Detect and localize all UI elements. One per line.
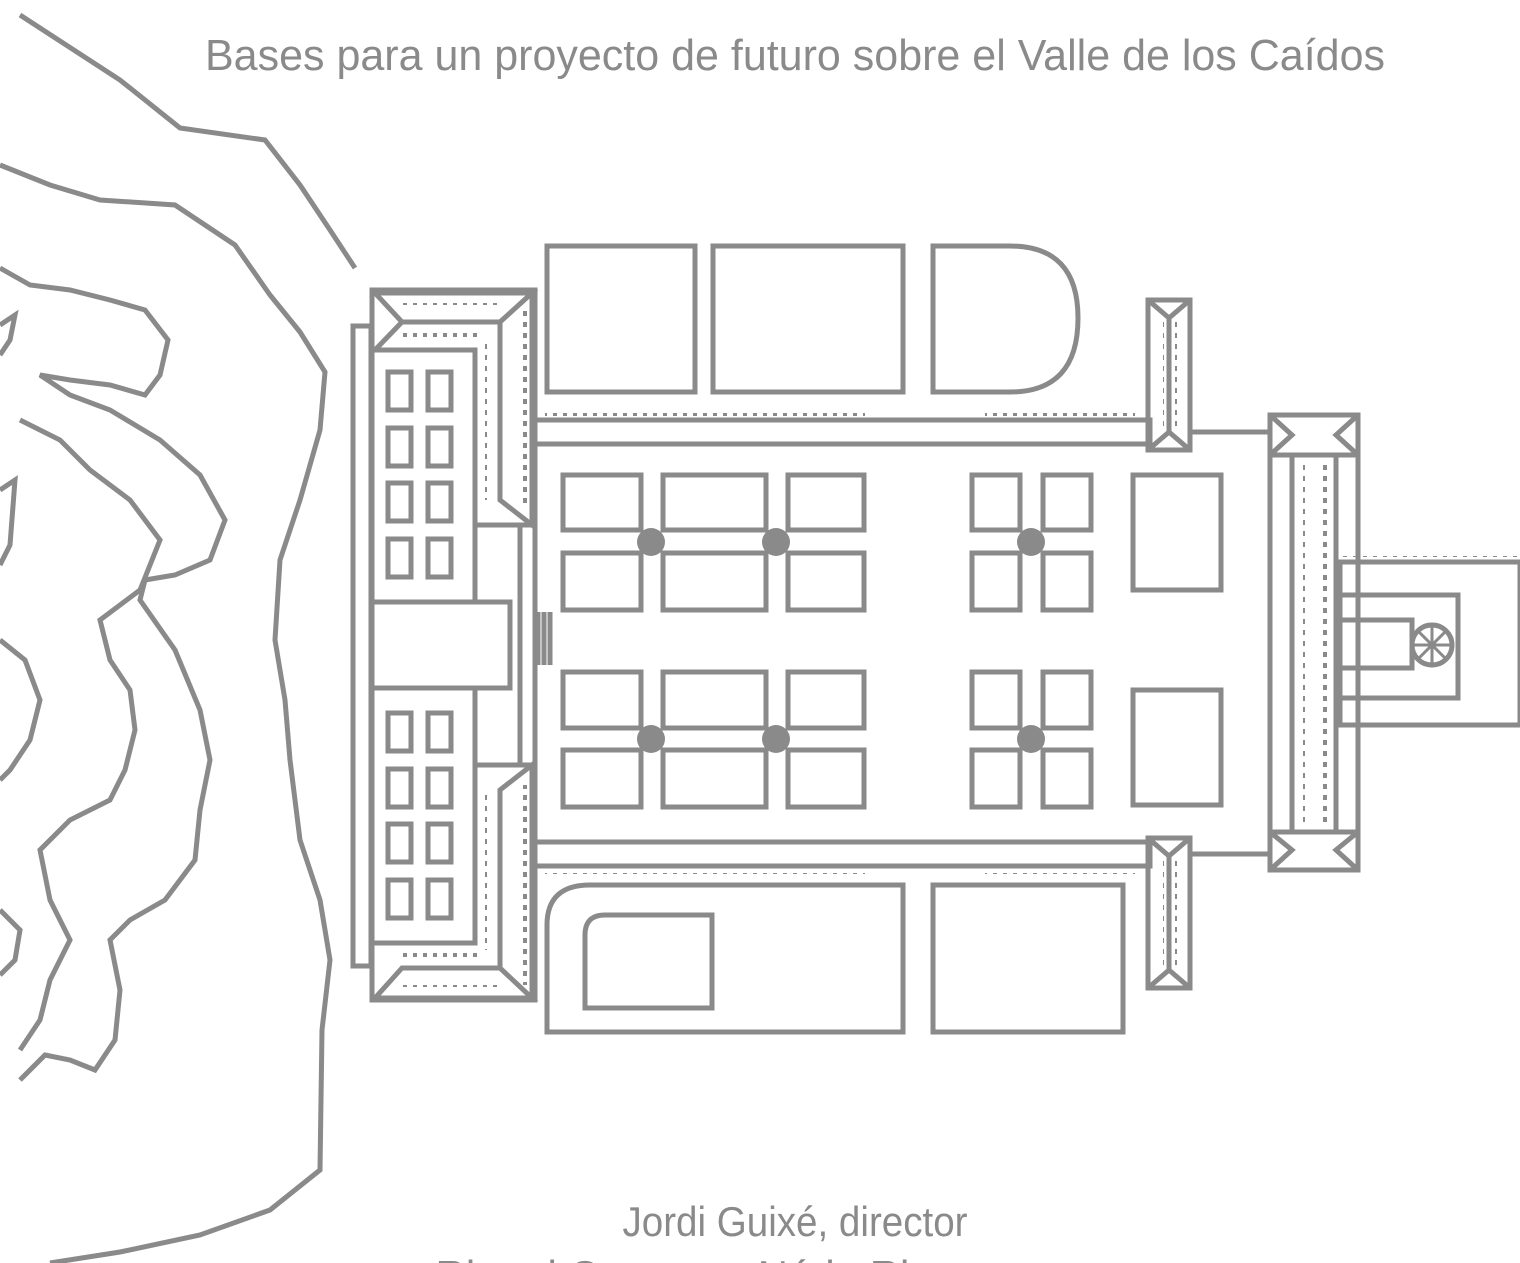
cover-title: Bases para un proyecto de futuro sobre e… — [205, 31, 1385, 80]
fountains — [637, 528, 1045, 753]
credit-director: Jordi Guixé, director — [623, 1198, 968, 1245]
garden-north-right — [969, 472, 1094, 613]
garden-south-right — [969, 669, 1094, 810]
mountain-contours — [0, 12, 358, 1263]
garden-south-left — [560, 669, 867, 810]
west-windows-bottom — [385, 710, 454, 921]
west-windows-top — [385, 369, 454, 580]
garden-north-left — [560, 472, 867, 613]
credit-authors: Ricard Conesa y Núria Riera, texto — [436, 1252, 1085, 1263]
west-entrance-block — [369, 599, 513, 691]
decorative-dots — [398, 298, 1329, 992]
site-plan — [350, 243, 1520, 1035]
